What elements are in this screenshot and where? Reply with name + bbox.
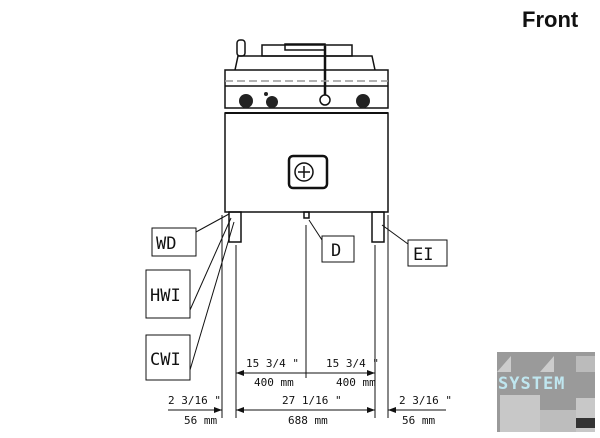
dim-left-offset-in: 2 3/16 " — [168, 394, 221, 407]
control-knobs — [239, 92, 370, 108]
dim-right-half-in: 15 3/4 " — [326, 357, 379, 370]
view-title: Front — [522, 7, 579, 32]
hwi-box — [145, 269, 191, 319]
dim-left-offset-mm: 56 mm — [184, 414, 217, 427]
dimension-lines — [168, 215, 446, 418]
logo-text: SYSTEM — [498, 374, 565, 394]
knob-gauge-icon — [266, 96, 278, 108]
dim-right-offset-mm: 56 mm — [402, 414, 435, 427]
ei-box — [407, 239, 448, 267]
dim-right-half-mm: 400 mm — [336, 376, 376, 389]
dim-right-offset-in: 2 3/16 " — [399, 394, 452, 407]
label-cwi: CWI — [150, 350, 181, 370]
label-hwi: HWI — [150, 286, 181, 306]
knob-left-icon — [239, 94, 253, 108]
kettle-appliance — [224, 39, 389, 243]
label-d: D — [331, 241, 341, 261]
knob-right-icon — [356, 94, 370, 108]
dim-total-mm: 688 mm — [288, 414, 328, 427]
d-box — [321, 235, 355, 263]
dim-total-in: 27 1/16 " — [282, 394, 342, 407]
wd-box — [151, 227, 197, 257]
system-logo: SYSTEM — [497, 352, 595, 432]
label-wd: WD — [156, 234, 176, 254]
cwi-box — [145, 334, 191, 381]
dim-left-half-mm: 400 mm — [254, 376, 294, 389]
label-ei: EI — [413, 245, 433, 265]
dim-left-half-in: 15 3/4 " — [246, 357, 299, 370]
